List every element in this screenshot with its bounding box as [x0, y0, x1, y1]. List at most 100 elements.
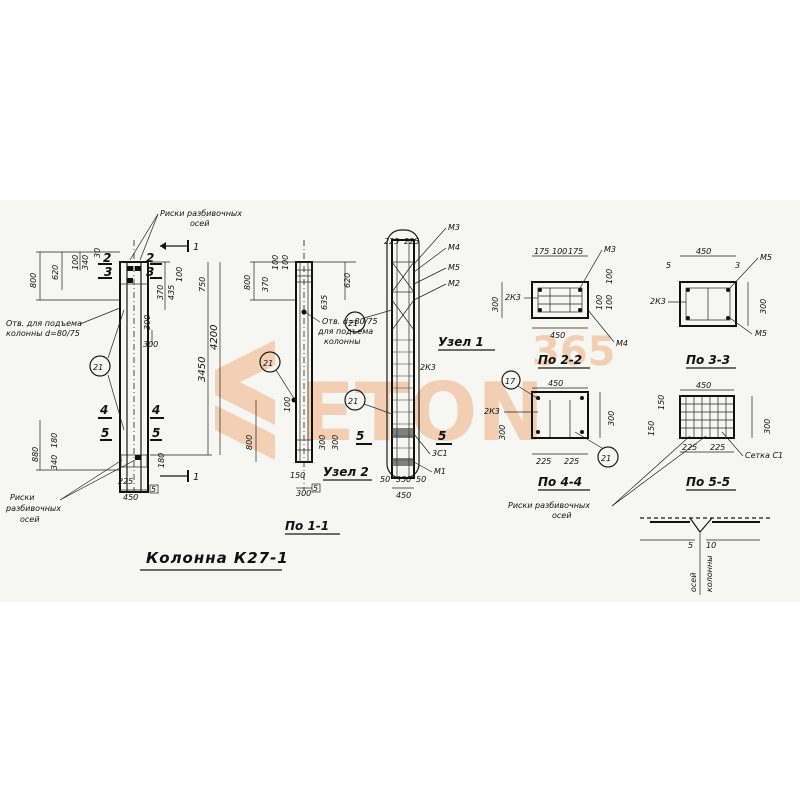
- dim-225-44-b: 225: [564, 457, 579, 466]
- note-risks-top: Риски разбивочных: [160, 209, 242, 218]
- note-axis-bottom-2: колонны: [705, 555, 714, 592]
- mark-2k3-22: 2К3: [505, 293, 521, 302]
- node-title-2: Узел 2: [323, 465, 369, 479]
- cut-mark-3-right: 3: [146, 265, 154, 279]
- dim-300-side-b: 300: [331, 435, 340, 450]
- section-title-5-5: По 5-5: [686, 475, 730, 489]
- dim-100-22: 100: [552, 247, 567, 256]
- note-risks-right: Риски разбивочных: [508, 501, 590, 510]
- cut-mark-5-node-right: 5: [438, 429, 446, 443]
- mark-m1: М1: [434, 467, 446, 476]
- mark-2k3-44: 2К3: [484, 407, 500, 416]
- dim-100-22-r1: 100: [595, 295, 604, 310]
- dim-10-detail: 10: [706, 541, 716, 550]
- dim-350-node: 350: [396, 475, 411, 484]
- dim-3-33: 3: [735, 261, 740, 270]
- dim-180-bottom-right: 180: [157, 453, 166, 468]
- axis-marks-detail: Риски разбивочных осей 5 10 осей колонны: [508, 435, 770, 595]
- dim-100-22-r3: 100: [605, 269, 614, 284]
- dim-175-22-b: 175: [568, 247, 583, 256]
- cut-mark-1-top: 1: [193, 242, 199, 253]
- dim-300-33: 300: [759, 299, 768, 314]
- dim-620-side: 620: [343, 273, 352, 288]
- note-risks-top-2: осей: [190, 219, 209, 228]
- dim-100-side-a: 100: [271, 255, 280, 270]
- elevation-front-dimensions: 800 620 100 340 30 370 435 100 750 3450 …: [29, 248, 221, 502]
- note-setka: Сетка С1: [745, 451, 783, 460]
- dim-450-node: 450: [396, 491, 411, 500]
- dim-300-b: 300: [143, 340, 158, 349]
- dim-150-side: 150: [290, 471, 305, 480]
- dim-450-44: 450: [548, 379, 563, 388]
- cut-mark-4-right: 4: [151, 403, 160, 417]
- dim-225-left: 225: [118, 477, 133, 486]
- cut-mark-3-left: 3: [104, 265, 112, 279]
- section-3-3: 450 5 3 М5 2К3 300 М5 По 3-3: [650, 247, 772, 369]
- dim-225-node-right: 225: [404, 237, 419, 246]
- note-risks-right-2: осей: [552, 511, 571, 520]
- mark-3c1: 3С1: [432, 449, 448, 458]
- elevation-front: 1 1 4 4 5 5 2 2 3 3: [98, 240, 199, 500]
- dim-225-55-a: 225: [682, 443, 697, 452]
- dim-880: 880: [31, 447, 40, 462]
- note-hole-left-2: колонны d=80/75: [6, 329, 80, 338]
- dim-100-top-left: 100: [71, 255, 80, 270]
- mark-m5-33-top: М5: [760, 253, 772, 262]
- dim-340-top-left: 340: [81, 255, 90, 270]
- dim-50-node-right: 50: [416, 475, 426, 484]
- dim-100-side-c: 100: [283, 397, 292, 412]
- dim-3450: 3450: [197, 357, 208, 382]
- dim-300-a: 300: [143, 315, 152, 330]
- elevation-side: 800 370 100 100 635 620 Отв. d=80/75 для…: [243, 240, 378, 535]
- dim-30-top-left: 30: [93, 248, 102, 258]
- node-title-1: Узел 1: [438, 335, 484, 349]
- dim-300-44-right: 300: [607, 411, 616, 426]
- dim-800-side-top: 800: [243, 275, 252, 290]
- mark-m2-node: М2: [448, 279, 460, 288]
- title-block: Колонна К27-1: [140, 549, 288, 571]
- note-hole-left: Отв. для подъема: [6, 319, 82, 328]
- dim-225-44-a: 225: [536, 457, 551, 466]
- dim-100-side-b: 100: [281, 255, 290, 270]
- dim-800-side-bottom: 800: [245, 435, 254, 450]
- section-title-2-2: По 2-2: [538, 353, 582, 367]
- dim-50-node-left: 50: [380, 475, 390, 484]
- dim-5-detail: 5: [688, 541, 693, 550]
- dim-370-top-right: 370: [156, 285, 165, 300]
- dim-750: 750: [198, 277, 207, 292]
- watermark-badge: 365: [532, 329, 616, 375]
- cut-mark-5-left: 5: [101, 426, 109, 440]
- watermark-logo: ETON 365: [215, 329, 616, 460]
- dim-5-33: 5: [666, 261, 671, 270]
- dim-435: 435: [167, 285, 176, 300]
- dim-4200: 4200: [209, 325, 220, 350]
- dim-300-55: 300: [763, 419, 772, 434]
- blueprint-drawing: ETON 365 1: [5, 209, 783, 595]
- note-risks-left: Риски: [10, 493, 34, 502]
- mark-m5-33-bottom: М5: [755, 329, 767, 338]
- cut-mark-2-left: 2: [103, 251, 111, 265]
- callout-17: 17: [505, 377, 516, 386]
- section-4-4: 450 17 2К3 300 300 21 225 225 По 4-4: [484, 370, 619, 491]
- note-hole-mid-3: колонны: [324, 337, 361, 346]
- cut-mark-5-node-left: 5: [356, 429, 364, 443]
- callout-21-node-bottom: 21: [348, 397, 358, 406]
- callout-21-side: 21: [263, 359, 273, 368]
- dim-100-top-right: 100: [175, 267, 184, 282]
- mark-m3-22: М3: [604, 245, 616, 254]
- note-axis-bottom: осей: [689, 573, 698, 592]
- note-risks-left-3: осей: [20, 515, 39, 524]
- callout-21-left: 21: [93, 363, 103, 372]
- section-title-4-4: По 4-4: [538, 475, 582, 489]
- section-title-3-3: По 3-3: [686, 353, 730, 367]
- dim-800-top-left: 800: [29, 273, 38, 288]
- note-hole-mid-2: для подъема: [317, 327, 373, 336]
- mark-2k3-33: 2К3: [650, 297, 666, 306]
- dim-450-22: 450: [550, 331, 565, 340]
- dim-5-box: 5: [151, 485, 156, 494]
- dim-180-bottom-left: 180: [50, 433, 59, 448]
- dim-380-22: 300: [491, 297, 500, 312]
- elevation-front-notes: Риски разбивочных осей Отв. для подъема …: [5, 209, 242, 524]
- cut-mark-1-bottom: 1: [193, 472, 199, 483]
